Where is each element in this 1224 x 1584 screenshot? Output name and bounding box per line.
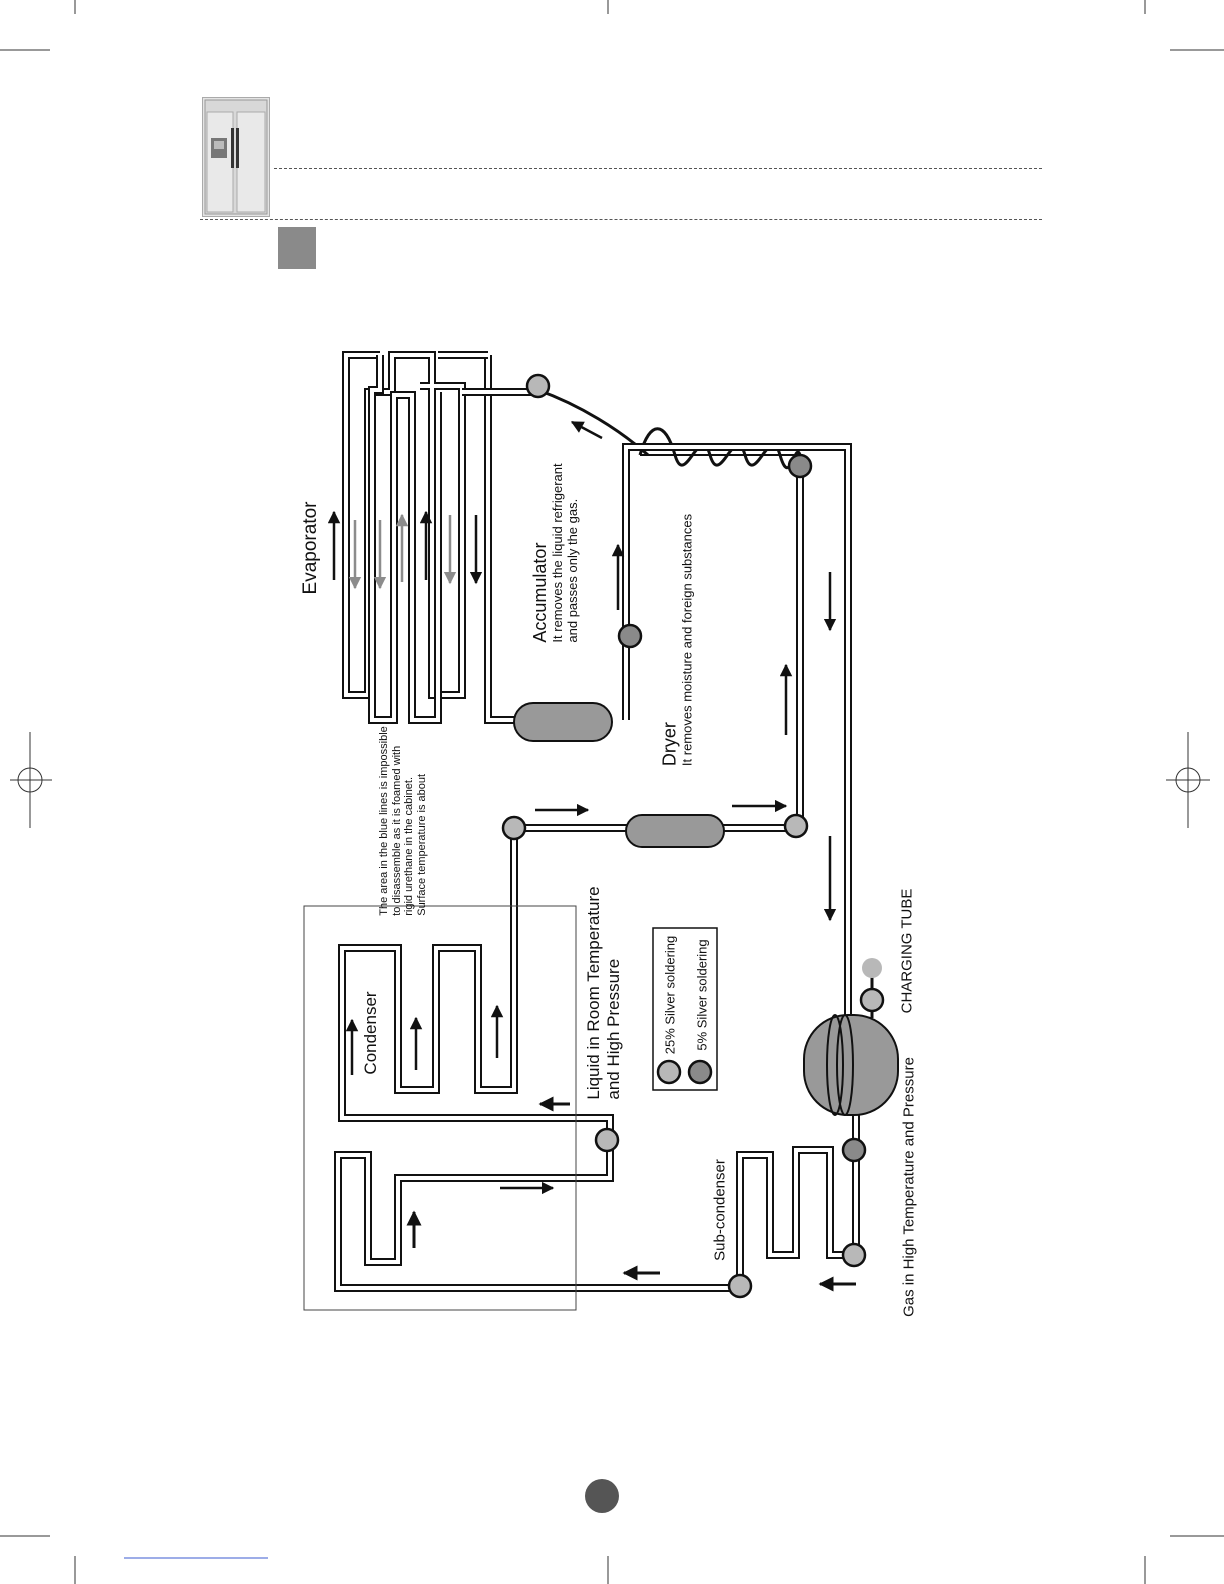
liquid-line-2: and High Pressure xyxy=(604,886,624,1099)
evaporator-coil xyxy=(346,355,538,720)
accumulator-desc-1: It removes the liquid refrigerant xyxy=(550,463,565,642)
dryer-desc: It removes moisture and foreign substanc… xyxy=(680,514,695,766)
liquid-line-1: Liquid in Room Temperature xyxy=(584,886,604,1099)
gas-state-label: Gas in High Temperature and Pressure xyxy=(901,1057,918,1317)
evaporator-label: Evaporator xyxy=(300,502,322,595)
legend-25-label: 25% Silver soldering xyxy=(663,936,678,1055)
condenser-label: Condenser xyxy=(361,991,381,1074)
evaporator-flow-arrows xyxy=(334,512,476,588)
page-number-badge xyxy=(585,1479,619,1513)
dryer-title: Dryer xyxy=(660,514,680,766)
foamed-area-note: The area in the blue lines is impossible… xyxy=(378,726,428,916)
sub-condenser-label: Sub-condenser xyxy=(712,1159,729,1261)
accumulator xyxy=(514,703,612,741)
dryer xyxy=(626,815,724,847)
suction-flow-arrow xyxy=(572,422,602,438)
accumulator-desc-2: and passes only the gas. xyxy=(565,463,580,642)
liquid-state-label: Liquid in Room Temperature and High Pres… xyxy=(584,886,624,1099)
note-line-3: rigid urethane in the cabinet. xyxy=(403,726,416,916)
dryer-label-group: Dryer It removes moisture and foreign su… xyxy=(660,514,695,766)
legend-5-label: 5% Silver soldering xyxy=(695,939,710,1050)
compressor xyxy=(804,1015,898,1115)
charging-tube-label: CHARGING TUBE xyxy=(899,889,916,1014)
accumulator-title: Accumulator xyxy=(530,463,550,642)
note-line-1: The area in the blue lines is impossible xyxy=(378,726,391,916)
note-line-4: Surface temperature is about xyxy=(416,726,429,916)
note-line-2: to disassemble as it is foamed with xyxy=(391,726,404,916)
accumulator-label-group: Accumulator It removes the liquid refrig… xyxy=(530,463,580,642)
